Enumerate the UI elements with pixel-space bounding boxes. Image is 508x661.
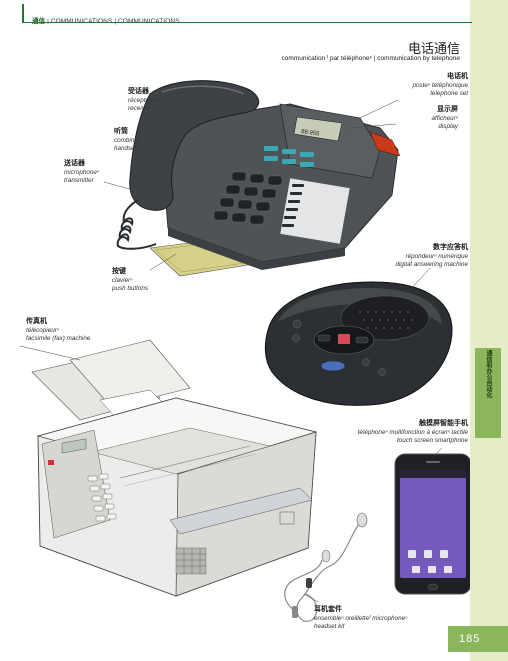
other-leaders bbox=[19, 267, 443, 603]
answering-machine-illustration bbox=[264, 281, 453, 406]
label-answering-machine: 数字应答机 répondeurⁿ numérique digital answe… bbox=[395, 244, 468, 268]
header-marker bbox=[22, 4, 24, 23]
label-headset: 耳机套件 ensembleⁿ oreilletteᶠ microphoneⁿ h… bbox=[314, 606, 408, 630]
label-push-buttons: 按键 clavierⁿ push buttons bbox=[112, 268, 149, 292]
page-number: 185 bbox=[459, 633, 481, 645]
smartphone-illustration bbox=[394, 453, 470, 595]
label-handset: 听筒 combinéⁿ handset bbox=[114, 128, 141, 152]
breadcrumb-sep: | bbox=[47, 18, 49, 25]
section-title: 电话通信 bbox=[407, 41, 460, 56]
svg-text:88:955: 88:955 bbox=[301, 129, 321, 138]
breadcrumb-fr: COMMUNICATIONS bbox=[51, 18, 113, 25]
fax-illustration bbox=[31, 339, 318, 597]
label-transmitter: 送话器 microphoneⁿ transmitter bbox=[64, 160, 100, 184]
label-smartphone: 触摸屏智能手机 téléphoneⁿ multifonction à écran… bbox=[357, 420, 468, 444]
illustrations: 88:955 bbox=[19, 80, 470, 622]
header-rule bbox=[22, 22, 472, 23]
telephone-illustration: 88:955 bbox=[116, 80, 401, 277]
section-subtitle: communication ᶠ par téléphoneⁿ | communi… bbox=[281, 55, 460, 62]
label-telephone-set: 电话机 posteⁿ téléphonique telephone set bbox=[412, 73, 468, 97]
breadcrumb-en: COMMUNICATIONS bbox=[118, 18, 180, 25]
breadcrumb-text: 通信 | COMMUNICATIONS | COMMUNICATIONS bbox=[32, 15, 180, 25]
side-strip bbox=[470, 0, 508, 661]
breadcrumb-cn: 通信 bbox=[32, 18, 45, 25]
breadcrumb-sep: | bbox=[114, 18, 116, 25]
headset-illustration bbox=[284, 512, 368, 622]
label-display: 显示屏 afficheurⁿ display bbox=[431, 106, 458, 130]
chapter-tab-label: 通信和办公自动化 bbox=[485, 350, 491, 398]
label-receiver: 受话器 récepteurⁿ receiver bbox=[128, 88, 157, 112]
telephone-leaders bbox=[103, 99, 399, 271]
page-number-box bbox=[448, 626, 508, 652]
breadcrumb: 通信 | COMMUNICATIONS | COMMUNICATIONS bbox=[0, 8, 470, 30]
label-fax: 传真机 télécopieurⁿ facsimile (fax) machine bbox=[26, 318, 91, 342]
chapter-tab[interactable] bbox=[475, 348, 501, 438]
